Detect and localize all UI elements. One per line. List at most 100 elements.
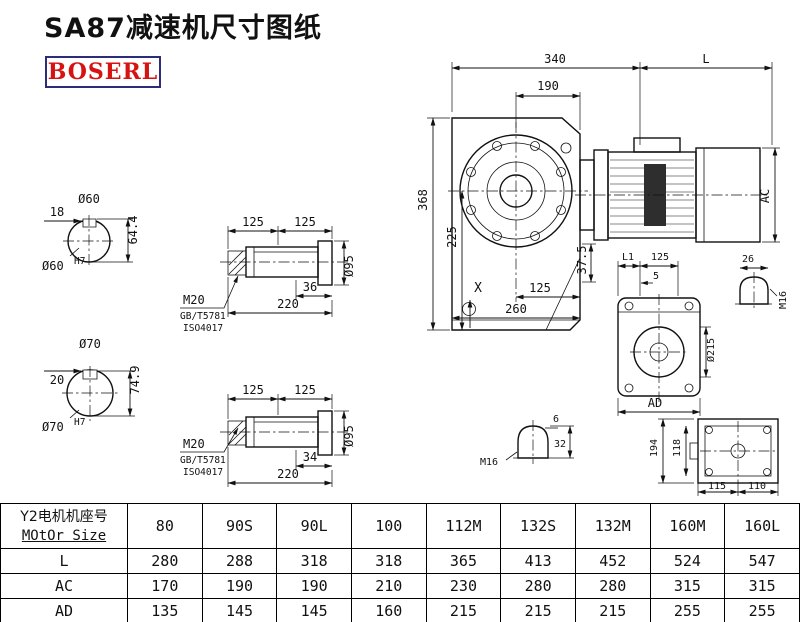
dim-95: Ø95: [342, 255, 356, 277]
thread-M16: M16: [778, 291, 789, 309]
table-cell: 215: [425, 598, 502, 622]
table-cell: 190: [201, 573, 278, 599]
dim-74-9: 74.9: [128, 366, 142, 395]
dim-340: 340: [544, 52, 566, 66]
dim-220: 220: [277, 297, 299, 311]
table-cell: 255: [649, 598, 726, 622]
dim-36: 36: [303, 280, 317, 294]
std-iso: ISO4017: [183, 323, 223, 334]
table-cell: 210: [350, 573, 427, 599]
dim-20: 20: [50, 373, 64, 387]
shaft-70-view: Ø70 20 74.9 Ø70 H7: [42, 337, 142, 434]
table-cell: 452: [574, 548, 651, 574]
dim-194: 194: [649, 439, 660, 457]
table-cell: 255: [724, 598, 800, 622]
keyway-70: [82, 369, 98, 380]
dim-125: 125: [651, 252, 669, 263]
fit-70-label: Ø70: [42, 420, 64, 434]
table-row-AD: AD 135 145 145 160 215 215 215 255 255: [0, 598, 800, 622]
size-col-header: 80: [127, 503, 203, 549]
dim-225: 225: [445, 226, 459, 248]
technical-drawing: 340 L 190 368 225 37.5 125 260: [42, 52, 789, 496]
size-col-header: 90S: [201, 503, 278, 549]
header-en: MOtOr Size: [21, 528, 107, 544]
std-gb: GB/T5781: [180, 455, 226, 466]
table-header-row: Y2电机机座号 MOtOr Size 80 90S 90L 100 112M 1…: [0, 503, 800, 549]
fit-60-sup: H7: [74, 256, 85, 267]
main-dimensions: 340 L 190 368 225 37.5 125 260: [416, 52, 780, 331]
dim-125b: 125: [294, 383, 316, 397]
row-label-L: L: [0, 548, 128, 574]
table-cell: 135: [127, 598, 203, 622]
table-cell: 280: [127, 548, 203, 574]
size-col-header: 112M: [425, 503, 502, 549]
brand-logo-text: BOSERL: [47, 59, 159, 85]
table-cell: 315: [724, 573, 800, 599]
dim-5: 5: [653, 271, 659, 282]
shaft-shoulder: [317, 410, 333, 456]
brand-logo: BOSERL: [45, 56, 161, 88]
dim-18: 18: [50, 205, 64, 219]
motor-size-table: Y2电机机座号 MOtOr Size 80 90S 90L 100 112M 1…: [0, 503, 800, 622]
table-cell: 160: [350, 598, 427, 622]
table-cell: 547: [724, 548, 800, 574]
fit-70-sup: H7: [74, 417, 85, 428]
size-col-header: 100: [350, 503, 427, 549]
rear-view: 6 32 M16 194 118 115: [480, 414, 779, 496]
dim-95: Ø95: [342, 425, 356, 447]
table-cell: 215: [574, 598, 651, 622]
size-col-header: 90L: [276, 503, 352, 549]
row-label-AC: AC: [0, 573, 128, 599]
dia-70-label: Ø70: [79, 337, 101, 351]
thread-label: M20: [183, 437, 205, 451]
dim-26: 26: [742, 254, 754, 265]
eyebolt-hole: [560, 142, 572, 154]
drain-hole: [462, 302, 476, 316]
table-cell: 145: [201, 598, 278, 622]
table-corner-cell: Y2电机机座号 MOtOr Size: [0, 503, 128, 549]
dim-125a: 125: [242, 215, 264, 229]
table-cell: 170: [127, 573, 203, 599]
size-col-header: 132S: [500, 503, 576, 549]
size-col-header: 160M: [649, 503, 726, 549]
side-view: L1 125 5 26 M16 Ø215 A: [617, 252, 789, 416]
dim-368: 368: [416, 189, 430, 211]
row-label-AD: AD: [0, 598, 128, 622]
thread-M16: M16: [480, 457, 498, 468]
table-cell: 215: [500, 598, 576, 622]
dim-34: 34: [303, 450, 317, 464]
table-cell: 365: [425, 548, 502, 574]
table-cell: 190: [276, 573, 352, 599]
table-cell: 230: [425, 573, 502, 599]
shaft-detail-bottom: 125 125 Ø95 34 220 M20 GB/T5781: [180, 383, 356, 487]
shaft-shoulder: [317, 240, 333, 286]
table-row-AC: AC 170 190 190 210 230 280 280 315 315: [0, 573, 800, 599]
table-cell: 524: [649, 548, 726, 574]
dia-60-label: Ø60: [78, 192, 100, 206]
shaft-detail-top: 125 125 Ø95 36 220 M20 GB/T5781: [180, 215, 356, 334]
dim-64-4: 64.4: [126, 216, 140, 245]
std-gb: GB/T5781: [180, 311, 226, 322]
page-title: SA87减速机尺寸图纸: [44, 13, 322, 44]
size-col-header: 160L: [724, 503, 800, 549]
table-cell: 288: [201, 548, 278, 574]
dim-118: 118: [672, 439, 683, 457]
table-cell: 413: [500, 548, 576, 574]
dim-6: 6: [553, 414, 559, 425]
dim-220: 220: [277, 467, 299, 481]
table-cell: 280: [574, 573, 651, 599]
table-cell: 318: [276, 548, 352, 574]
dim-37-5: 37.5: [575, 246, 589, 275]
thread-label: M20: [183, 293, 205, 307]
table-cell: 145: [276, 598, 352, 622]
motor: [575, 137, 770, 243]
table-cell: 318: [350, 548, 427, 574]
dim-125: 125: [529, 281, 551, 295]
dim-AC: AC: [758, 189, 772, 203]
label-X: X: [474, 281, 482, 296]
dim-L: L: [702, 52, 709, 66]
std-iso: ISO4017: [183, 467, 223, 478]
table-cell: 280: [500, 573, 576, 599]
dim-125a: 125: [242, 383, 264, 397]
